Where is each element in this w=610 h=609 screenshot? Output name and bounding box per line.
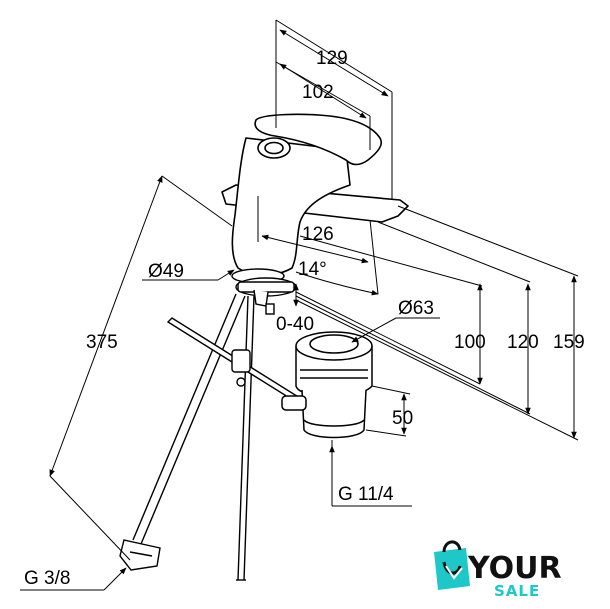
- faucet-body: [221, 113, 409, 276]
- dim-diameter-49: Ø49: [148, 261, 184, 282]
- supply-hoses: [119, 293, 255, 581]
- dim-102: 102: [302, 82, 334, 103]
- dim-129: 129: [316, 48, 348, 69]
- dim-diameter-63: Ø63: [398, 298, 434, 319]
- dim-0-40: 0-40: [276, 314, 314, 335]
- dim-100: 100: [454, 332, 486, 353]
- logo-word-your: YOUR: [467, 551, 562, 586]
- dim-159: 159: [553, 332, 585, 353]
- thread-g-1-1-4: G 11/4: [338, 484, 394, 505]
- thread-g-3-8: G 3/8: [24, 568, 70, 589]
- logo-word-sale: SALE: [494, 582, 540, 600]
- shopping-bag-icon: [434, 540, 470, 590]
- dim-14-degree: 14°: [298, 259, 327, 280]
- dimension-labels: 129 102 126 14° Ø49 0-40 Ø63 50 100 120 …: [24, 48, 585, 589]
- popup-waste: [281, 331, 373, 439]
- dim-375: 375: [86, 332, 118, 353]
- popup-rod: [166, 317, 302, 403]
- mounting-set: [231, 268, 297, 315]
- dim-50: 50: [392, 408, 413, 429]
- dimension-lines: [20, 19, 579, 591]
- yoursale-logo: YOUR SALE: [434, 540, 562, 600]
- dim-126: 126: [302, 224, 334, 245]
- dim-120: 120: [507, 332, 539, 353]
